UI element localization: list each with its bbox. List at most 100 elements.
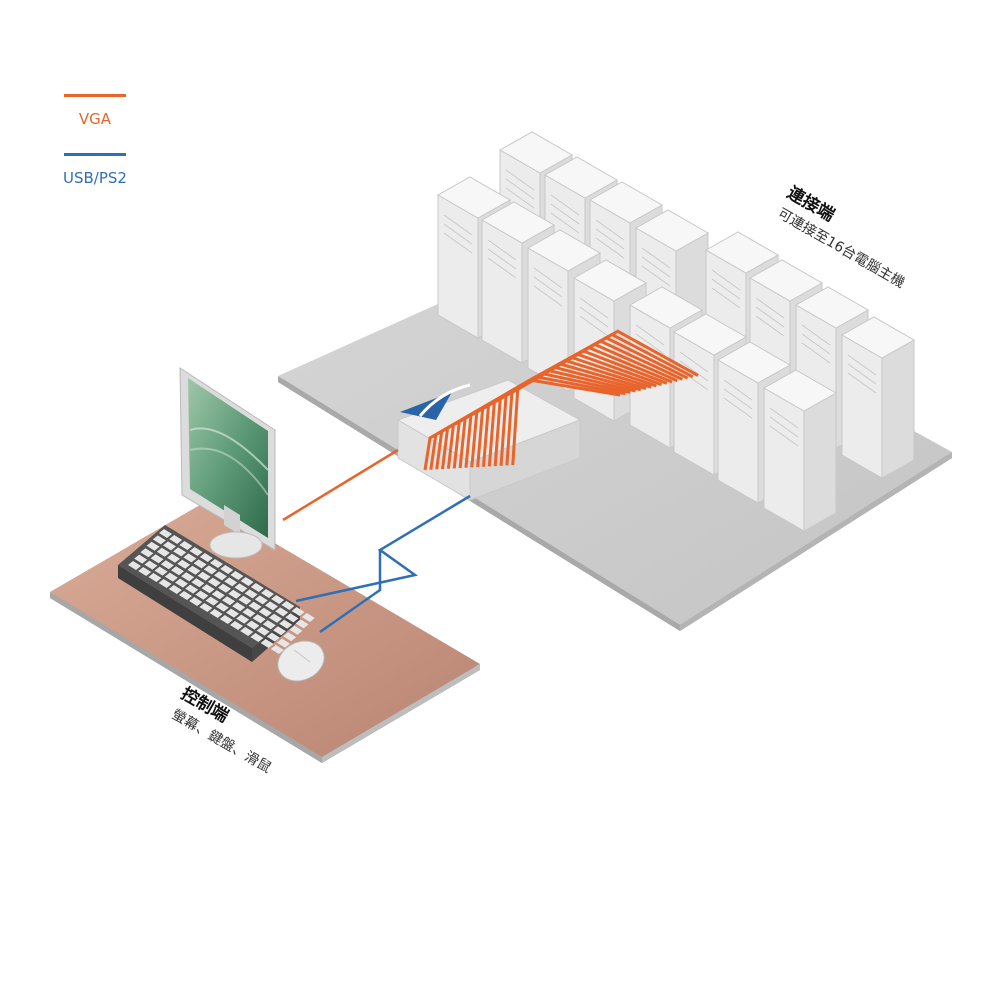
keyboard-key: [140, 548, 154, 558]
keyboard-key: [183, 553, 197, 563]
keyboard-key: [152, 535, 166, 545]
keyboard-key: [158, 579, 172, 588]
keyboard-key: [173, 547, 187, 557]
keyboard-key: [175, 578, 188, 588]
keyboard-key: [189, 597, 203, 606]
keyboard-key: [205, 596, 219, 606]
keyboard-key: [203, 565, 217, 575]
keyboard-key: [191, 578, 205, 588]
keyboard-key: [248, 601, 262, 611]
keyboard-key: [301, 613, 315, 622]
keyboard-key: [266, 632, 280, 642]
keyboard-key: [289, 625, 303, 635]
keyboard-key: [201, 584, 215, 594]
keyboard-key: [199, 553, 213, 562]
keyboard-key: [291, 607, 305, 616]
keyboard-key: [273, 626, 286, 636]
keyboard-key: [159, 529, 172, 538]
keyboard-key: [270, 645, 284, 654]
keyboard-key: [224, 577, 238, 587]
keyboard-key: [281, 601, 295, 610]
legend-vga-label: VGA: [78, 110, 112, 128]
keyboard-key: [220, 565, 234, 574]
keyboard-key: [242, 608, 256, 618]
keyboard-key: [164, 572, 178, 582]
keyboard-key: [260, 639, 274, 648]
keyboard-key: [234, 583, 248, 593]
keyboard-key: [275, 607, 289, 617]
keyboard-key: [177, 559, 191, 569]
kvm-switch-icon: [396, 379, 582, 501]
keyboard-key: [228, 589, 242, 599]
keyboard-key: [171, 566, 184, 576]
keyboard-key: [240, 577, 254, 586]
keyboard-key: [219, 615, 233, 624]
legend-usb-swatch: [64, 153, 126, 156]
keyboard-key: [214, 571, 227, 581]
keyboard-key: [168, 585, 182, 594]
keyboard-key: [238, 595, 252, 605]
keyboard-key: [167, 553, 180, 563]
usb-cable-keyboard: [295, 494, 471, 603]
keyboard-key: [189, 547, 203, 556]
vga-cable: [282, 448, 399, 522]
keyboard-key: [230, 621, 243, 630]
keyboard-key: [163, 541, 176, 551]
server-tower-icon: [762, 369, 838, 532]
keyboard-key: [262, 620, 276, 630]
server-tower-group: [436, 131, 916, 532]
keyboard-key: [160, 560, 174, 570]
keyboard-key: [250, 583, 264, 592]
keyboard-key: [179, 591, 192, 600]
keyboard-key: [295, 619, 309, 629]
keyboard-key: [199, 603, 213, 612]
keyboard-key: [236, 614, 250, 624]
keyboard-key: [154, 566, 168, 576]
vga-ribbon-cables: [423, 329, 699, 471]
keyboard-key: [185, 584, 199, 594]
keyboard-key: [261, 589, 274, 598]
keyboard-icon: [118, 525, 315, 662]
keyboard-key: [179, 541, 193, 550]
keyboard-key: [138, 567, 152, 576]
vga-ribbon-cable: [511, 329, 699, 466]
keyboard-key: [156, 547, 170, 557]
keyboard-key: [265, 601, 278, 611]
keyboard-key: [279, 619, 293, 629]
console-cables: [282, 448, 471, 634]
keyboard-key: [222, 596, 235, 606]
server-platform: [278, 243, 952, 631]
keyboard-key: [285, 613, 299, 623]
keyboard-key: [283, 632, 297, 642]
legend-vga-swatch: [64, 94, 126, 97]
keyboard-key: [218, 583, 231, 593]
keyboard-key: [244, 589, 258, 599]
keyboard-key: [128, 561, 141, 570]
keyboard-key: [277, 638, 290, 648]
legend-usb-label: USB/PS2: [63, 169, 127, 187]
keyboard-key: [246, 620, 260, 630]
keyboard-key: [269, 613, 282, 623]
keyboard-key: [252, 614, 266, 624]
mouse-icon: [277, 640, 325, 682]
keyboard-key: [197, 571, 211, 581]
usb-cable-mouse: [319, 550, 382, 634]
keyboard-key: [169, 535, 183, 544]
server-tower-icon: [840, 316, 916, 479]
keyboard-key: [211, 590, 225, 600]
keyboard-key: [209, 609, 223, 618]
keyboard-key: [254, 595, 268, 605]
keyboard-key: [230, 571, 244, 580]
keyboard-key: [187, 565, 201, 575]
keyboard-key: [146, 541, 160, 551]
keyboard-key: [240, 627, 254, 636]
keyboard-key: [207, 577, 221, 587]
keyboard-key: [134, 554, 148, 564]
keyboard-key: [148, 573, 162, 582]
keyboard-key: [226, 608, 239, 618]
keyboard-key: [256, 626, 270, 636]
keyboard-key: [181, 572, 195, 582]
keyboard-key: [250, 633, 264, 642]
keyboard-key: [144, 560, 158, 570]
